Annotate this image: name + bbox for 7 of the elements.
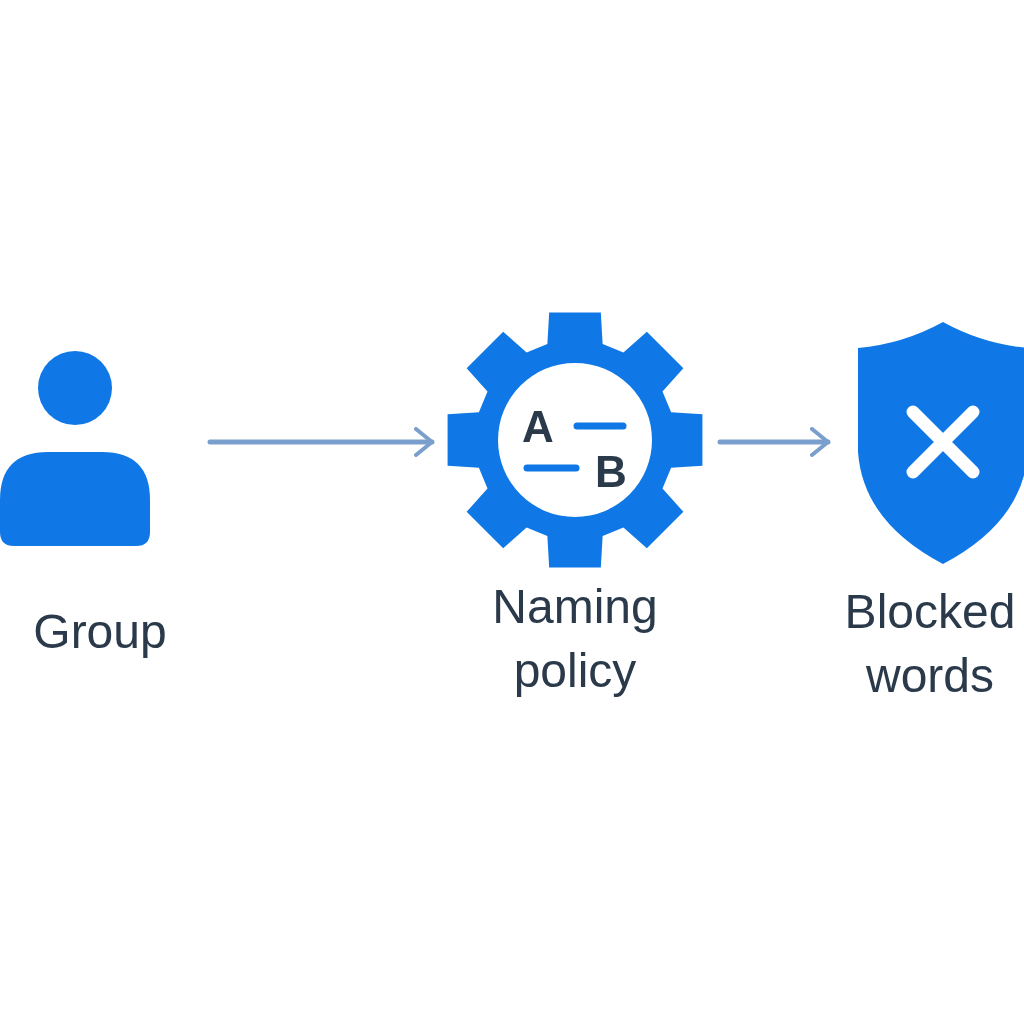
node-label: Naming policy <box>491 579 659 699</box>
arrow <box>207 427 435 457</box>
letter-glyph: B <box>595 450 627 494</box>
node-label: Blocked words <box>843 584 1017 704</box>
node-label: Group <box>32 604 168 660</box>
letter-glyph: A <box>522 405 554 449</box>
arrow <box>717 427 831 457</box>
